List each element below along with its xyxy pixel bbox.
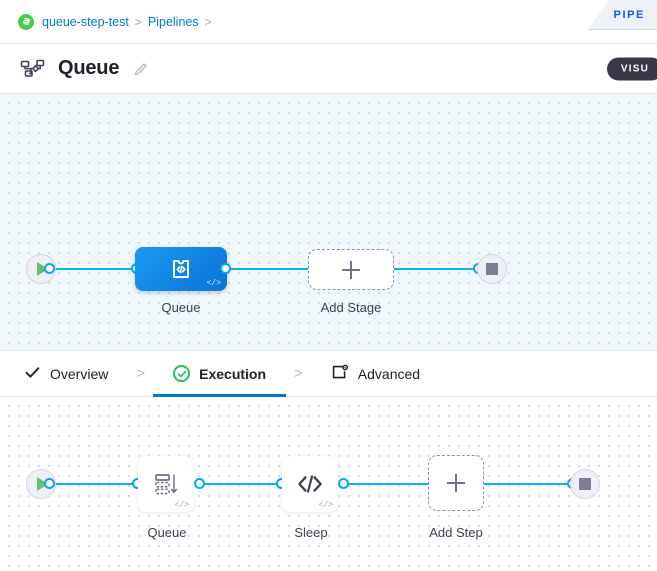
tab-separator: > — [294, 365, 303, 382]
stop-icon — [486, 263, 498, 275]
check-circle-icon — [173, 365, 191, 382]
advanced-settings-icon — [331, 364, 349, 384]
pipeline-end-node[interactable] — [477, 254, 507, 284]
stage-config-tabs: Overview > Execution > Advanced — [0, 350, 657, 397]
play-icon — [37, 477, 48, 491]
breadcrumb-separator: > — [204, 14, 212, 29]
tab-execution[interactable]: Execution — [153, 350, 286, 397]
edge-addstep-to-end — [484, 483, 580, 485]
code-icon — [298, 475, 322, 493]
breadcrumb-item-project[interactable]: queue-step-test — [42, 14, 129, 29]
tab-overview[interactable]: Overview — [20, 350, 112, 397]
edge-addstage-to-end — [392, 268, 484, 270]
plus-icon — [342, 260, 360, 279]
stage-node-label-queue: Queue — [161, 300, 201, 315]
step-type-badge: </> — [318, 501, 333, 510]
tab-execution-label: Execution — [199, 365, 267, 382]
stage-node-queue[interactable]: </> — [135, 247, 227, 291]
execution-canvas[interactable]: </> Queue </> Sleep Add Step — [0, 397, 657, 571]
step-node-label-queue: Queue — [147, 525, 187, 540]
queue-list-icon — [155, 474, 178, 495]
check-icon — [24, 364, 41, 384]
port-exec-start-out[interactable] — [44, 478, 55, 489]
edge-queue-to-addstage — [225, 268, 310, 270]
stop-icon — [579, 478, 591, 490]
step-node-sleep[interactable]: </> — [282, 456, 338, 512]
add-step-label: Add Step — [429, 525, 483, 540]
page-title: Queue — [58, 57, 120, 79]
port-sleep-out[interactable] — [338, 478, 349, 489]
harness-logo-icon — [18, 13, 34, 30]
play-icon — [37, 262, 48, 276]
pipeline-flow-icon — [20, 58, 46, 80]
add-stage-button[interactable] — [308, 249, 394, 290]
edge-start-to-queue-step — [46, 483, 141, 485]
plus-icon — [447, 474, 465, 492]
tab-overview-label: Overview — [50, 365, 109, 382]
stage-canvas[interactable]: </> Queue Add Stage — [0, 94, 657, 350]
tab-advanced-label: Advanced — [357, 365, 421, 382]
breadcrumb: queue-step-test > Pipelines > — [0, 0, 657, 44]
puzzle-code-icon — [173, 260, 189, 278]
edge-sleep-to-addstep — [340, 483, 432, 485]
execution-end-node[interactable] — [570, 469, 600, 499]
edge-start-to-queue — [46, 268, 141, 270]
add-stage-label: Add Stage — [320, 300, 382, 315]
port-start-out[interactable] — [44, 263, 55, 274]
port-queue-step-out[interactable] — [194, 478, 205, 489]
edge-queue-to-sleep — [196, 483, 286, 485]
breadcrumb-item-pipelines[interactable]: Pipelines — [147, 14, 199, 29]
step-node-queue[interactable]: </> — [138, 456, 194, 512]
pencil-icon[interactable] — [133, 61, 149, 77]
port-queue-out[interactable] — [220, 263, 231, 274]
visual-yaml-toggle[interactable]: VISU — [606, 57, 657, 80]
breadcrumb-separator: > — [134, 14, 142, 29]
stage-type-badge: </> — [206, 279, 221, 288]
tab-separator: > — [136, 365, 146, 382]
step-type-badge: </> — [174, 501, 189, 510]
add-step-button[interactable] — [428, 455, 484, 511]
step-node-label-sleep: Sleep — [294, 525, 328, 540]
page-header: Queue VISU — [0, 44, 657, 94]
tab-advanced[interactable]: Advanced — [327, 350, 424, 397]
